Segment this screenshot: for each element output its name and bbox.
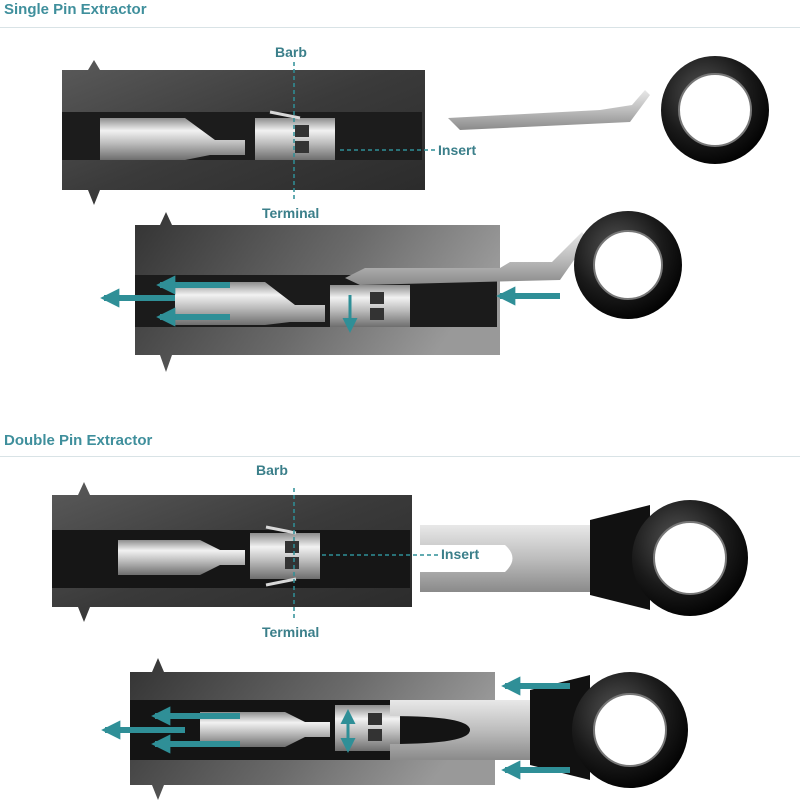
double-pin-tool-ring — [590, 500, 748, 616]
barb — [265, 577, 297, 587]
terminal-label: Terminal — [262, 205, 320, 221]
double-pin-diagram-after — [101, 658, 688, 800]
terminal-barb-box — [255, 118, 335, 160]
section-divider-single — [0, 27, 800, 28]
single-pin-blade — [345, 232, 588, 285]
terminal-pin — [100, 118, 245, 160]
terminal-barb-box — [250, 533, 320, 579]
terminal-pin — [200, 712, 330, 747]
section-divider-double — [0, 456, 800, 457]
double-pin-diagram-before — [52, 482, 748, 622]
terminal-label: Terminal — [262, 624, 320, 640]
double-pin-fork-blade — [420, 525, 600, 592]
insert-label: Insert — [441, 546, 480, 562]
terminal-pin — [118, 540, 245, 575]
single-pin-blade — [448, 90, 650, 130]
double-pin-fork-blade — [390, 700, 540, 760]
barb — [269, 110, 301, 120]
section-title-single: Single Pin Extractor — [4, 1, 147, 18]
barb-label: Barb — [275, 44, 307, 60]
insert-label: Insert — [438, 142, 477, 158]
single-pin-diagram-after — [100, 211, 682, 372]
single-pin-tool-ring — [661, 56, 769, 164]
terminal-barb-box — [330, 285, 410, 327]
section-title-double: Double Pin Extractor — [4, 432, 153, 449]
double-pin-tool-ring — [530, 672, 688, 788]
barb-label: Barb — [256, 462, 288, 478]
barb — [265, 525, 297, 535]
single-pin-diagram-before — [62, 56, 769, 205]
single-pin-tool-ring — [574, 211, 682, 319]
